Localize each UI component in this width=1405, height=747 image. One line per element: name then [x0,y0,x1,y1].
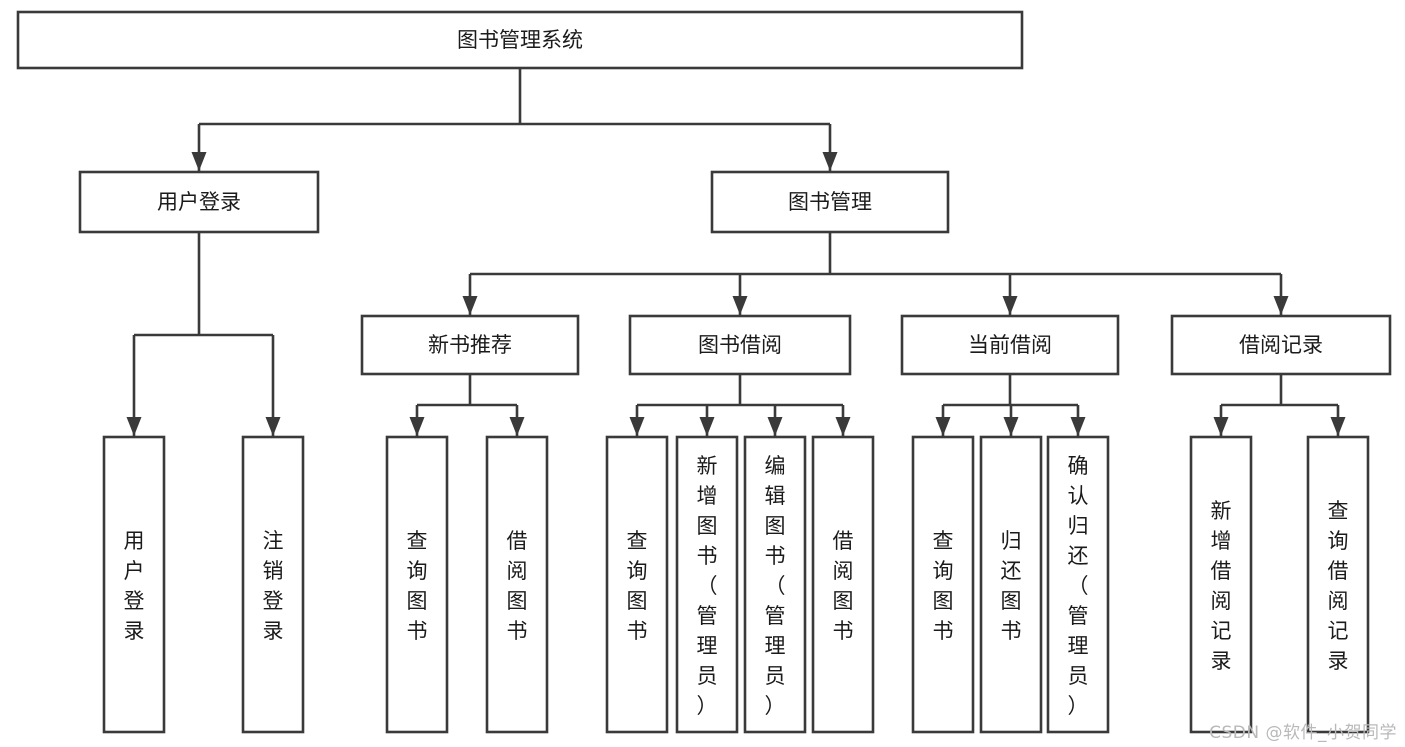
node-leaf-logout[interactable]: 注销登录 [241,435,305,734]
node-leaf-borrow-book-2-label: 借阅图书 [833,529,854,643]
node-leaf-logout-box[interactable] [241,435,305,734]
node-leaf-borrow-book-2[interactable]: 借阅图书 [811,435,875,734]
node-user-login[interactable]: 用户登录 [78,170,320,234]
node-root-root-label: 图书管理系统 [457,28,583,52]
node-leaf-query-book-1[interactable]: 查询图书 [385,435,449,734]
node-book-manage[interactable]: 图书管理 [710,170,950,234]
node-leaf-add-record-label: 新增借阅记录 [1211,499,1232,673]
node-leaf-return-book-label: 归还图书 [1001,529,1022,643]
node-leaf-user-login-box[interactable] [102,435,166,734]
node-leaf-borrow-book-1-label: 借阅图书 [507,529,528,643]
node-leaf-add-book[interactable]: 新增图书（管理员） [675,435,739,734]
node-leaf-query-record[interactable]: 查询借阅记录 [1306,435,1370,734]
node-book-manage-label: 图书管理 [788,190,872,214]
node-book-manage-box[interactable] [710,170,950,234]
node-leaf-query-book-2-box[interactable] [605,435,669,734]
node-new-book-rec-label: 新书推荐 [428,333,512,357]
node-book-borrow-box[interactable] [628,314,852,376]
node-leaf-query-book-3-box[interactable] [911,435,975,734]
node-leaf-edit-book-box[interactable] [743,435,807,734]
node-book-borrow[interactable]: 图书借阅 [628,314,852,376]
node-user-login-label: 用户登录 [157,190,241,214]
node-borrow-record-label: 借阅记录 [1239,333,1323,357]
node-leaf-add-book-label: 新增图书（管理员） [697,454,718,718]
node-leaf-query-book-2-label: 查询图书 [627,529,648,643]
node-leaf-edit-book-label: 编辑图书（管理员） [765,454,786,718]
watermark-label: CSDN @软件_小贺同学 [1209,723,1397,743]
node-root-root-box[interactable] [16,10,1024,70]
node-leaf-query-book-2[interactable]: 查询图书 [605,435,669,734]
node-leaf-confirm-return-box[interactable] [1046,435,1110,734]
node-leaf-add-record[interactable]: 新增借阅记录 [1189,435,1253,734]
node-leaf-borrow-book-2-box[interactable] [811,435,875,734]
node-leaf-query-record-label: 查询借阅记录 [1328,499,1349,673]
node-leaf-add-record-box[interactable] [1189,435,1253,734]
node-new-book-rec[interactable]: 新书推荐 [360,314,580,376]
node-leaf-return-book-box[interactable] [979,435,1043,734]
node-leaf-query-book-3[interactable]: 查询图书 [911,435,975,734]
node-root-root[interactable]: 图书管理系统 [16,10,1024,70]
node-leaf-return-book[interactable]: 归还图书 [979,435,1043,734]
node-leaf-confirm-return-label: 确认归还（管理员） [1068,454,1089,718]
node-book-borrow-label: 图书借阅 [698,333,782,357]
node-current-borrow-box[interactable] [900,314,1120,376]
node-new-book-rec-box[interactable] [360,314,580,376]
node-borrow-record[interactable]: 借阅记录 [1170,314,1392,376]
node-leaf-query-record-box[interactable] [1306,435,1370,734]
node-leaf-borrow-book-1[interactable]: 借阅图书 [485,435,549,734]
node-leaf-add-book-box[interactable] [675,435,739,734]
node-leaf-query-book-1-label: 查询图书 [407,529,428,643]
node-leaf-query-book-3-label: 查询图书 [933,529,954,643]
node-leaf-edit-book[interactable]: 编辑图书（管理员） [743,435,807,734]
node-leaf-borrow-book-1-box[interactable] [485,435,549,734]
node-current-borrow[interactable]: 当前借阅 [900,314,1120,376]
node-leaf-user-login-label: 用户登录 [124,529,145,643]
node-leaf-query-book-1-box[interactable] [385,435,449,734]
node-leaf-user-login[interactable]: 用户登录 [102,435,166,734]
node-leaf-logout-label: 注销登录 [263,529,284,643]
node-borrow-record-box[interactable] [1170,314,1392,376]
node-user-login-box[interactable] [78,170,320,234]
node-current-borrow-label: 当前借阅 [968,333,1052,357]
node-leaf-confirm-return[interactable]: 确认归还（管理员） [1046,435,1110,734]
